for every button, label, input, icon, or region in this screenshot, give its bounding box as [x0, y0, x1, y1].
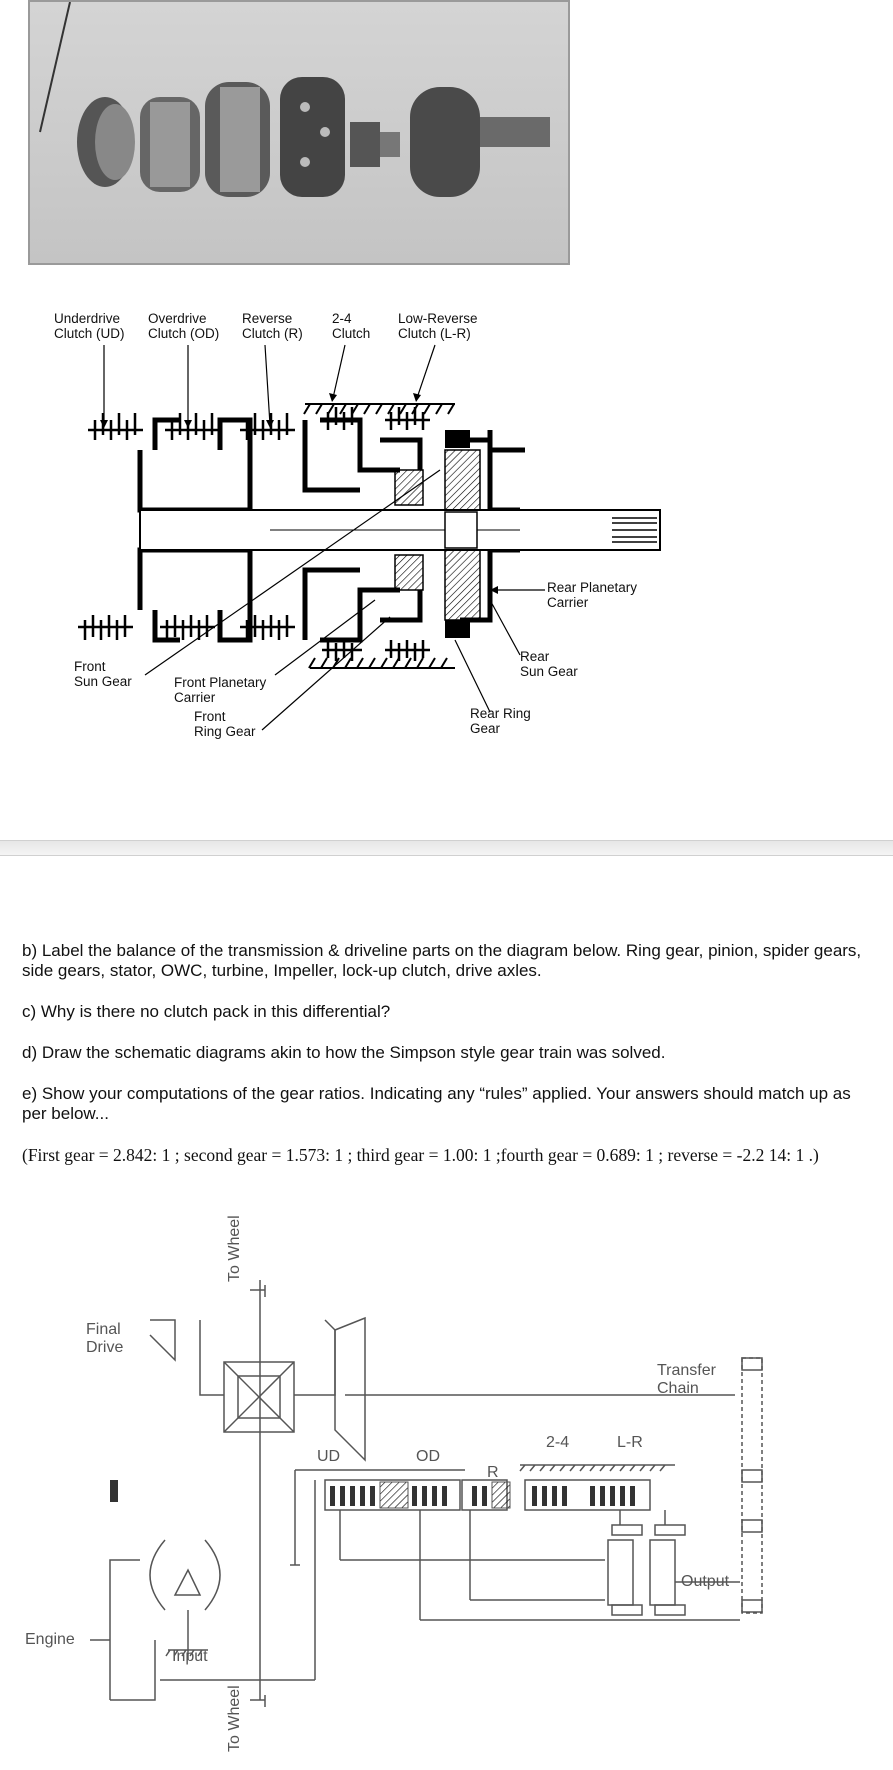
label-ud: UD: [317, 1448, 341, 1465]
planetary-schematic: [78, 344, 661, 731]
label-l-r: L-R: [617, 1434, 643, 1451]
label-overdrive-clutch: Overdrive Clutch (OD): [148, 311, 220, 341]
question-d: d) Draw the schematic diagrams akin to h…: [22, 1043, 666, 1062]
label-to-wheel-bottom: To Wheel: [226, 1685, 243, 1752]
label-r: R: [487, 1464, 499, 1481]
label-output: Output: [681, 1573, 730, 1590]
label-2-4: 2-4: [546, 1434, 570, 1451]
label-rear-ring-gear: Rear Ring Gear: [470, 706, 531, 736]
label-front-planetary-carrier: Front Planetary Carrier: [174, 675, 267, 705]
label-reverse-clutch: Reverse Clutch (R): [242, 311, 303, 341]
page-divider: [0, 840, 893, 856]
question-b: b) Label the balance of the transmission…: [22, 941, 862, 980]
question-e: e) Show your computations of the gear ra…: [22, 1084, 851, 1123]
clutch-assemblies-image: [39, 2, 550, 197]
transmission-photo: [28, 0, 570, 265]
label-to-wheel-top: To Wheel: [226, 1215, 243, 1282]
label-input: Input: [172, 1648, 208, 1665]
label-engine: Engine: [25, 1631, 75, 1648]
label-front-ring-gear: Front Ring Gear: [194, 709, 256, 739]
label-low-reverse-clutch: Low-Reverse Clutch (L-R): [398, 311, 478, 341]
label-od: OD: [416, 1448, 440, 1465]
label-transfer-chain: Transfer Chain: [657, 1362, 716, 1397]
label-rear-planetary-carrier: Rear Planetary Carrier: [547, 580, 638, 610]
label-final-drive: Final Drive: [86, 1321, 124, 1356]
answer-ratios: (First gear = 2.842: 1 ; second gear = 1…: [22, 1145, 819, 1165]
label-underdrive-clutch: Underdrive Clutch (UD): [54, 311, 125, 341]
label-2-4-clutch: 2-4 Clutch: [332, 311, 371, 341]
label-front-sun-gear: Front Sun Gear: [74, 659, 132, 689]
question-c: c) Why is there no clutch pack in this d…: [22, 1002, 391, 1021]
label-rear-sun-gear: Rear Sun Gear: [520, 649, 578, 679]
